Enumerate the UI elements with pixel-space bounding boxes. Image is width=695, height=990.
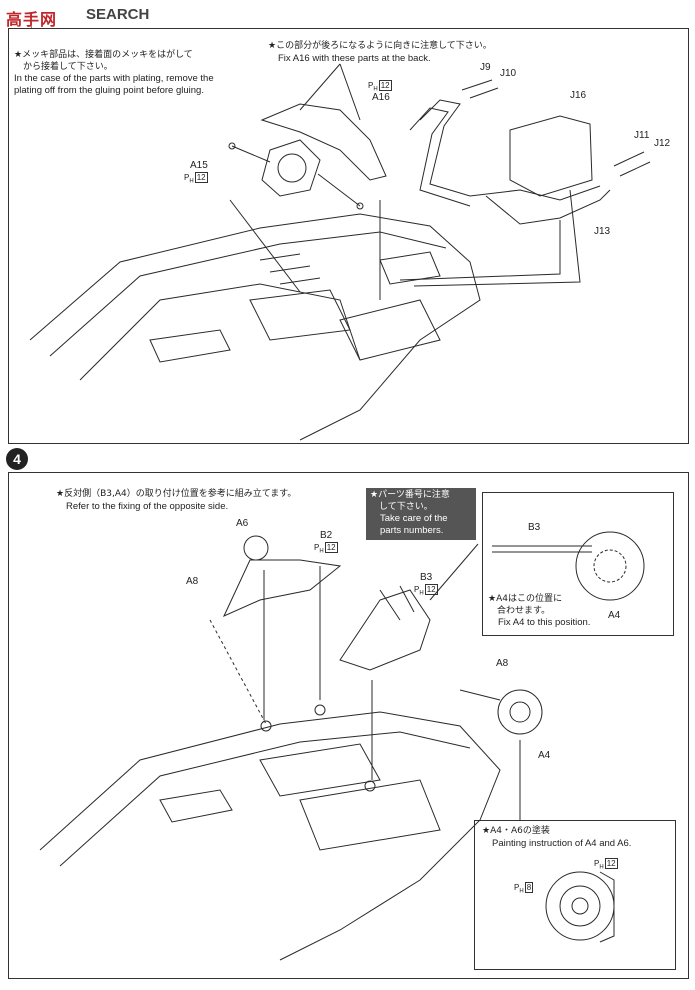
label-b2: B2 (320, 530, 333, 541)
label-a4: A4 (538, 750, 551, 761)
opposite-side-note: ★反対側（B3,A4）の取り付け位置を参考に組み立てます。 Refer to t… (56, 489, 296, 512)
watermark-logo: 高手网 (6, 10, 58, 29)
plating-note-jp-1: ★メッキ部品は、接着面のメッキをはがして (14, 50, 193, 60)
chassis-floor-top (29, 213, 481, 441)
orientation-note: ★この部分が後ろになるように向きに注意して下さい。 Fix A16 with t… (268, 41, 492, 64)
label-j11: J11 (634, 130, 650, 141)
warning-en-1: Take care of the (380, 513, 448, 524)
step-number-badge: 4 (6, 448, 28, 470)
label-b3: B3 (420, 572, 433, 583)
suspension-arms (222, 535, 543, 735)
label-j9: J9 (480, 62, 491, 73)
inset-label-b3: B3 (528, 522, 541, 533)
part-number-warning: ★パーツ番号に注意 して下さい。 Take care of the parts … (366, 488, 476, 540)
warning-jp-1: ★パーツ番号に注意 (370, 490, 450, 500)
opposite-side-note-en: Refer to the fixing of the opposite side… (66, 500, 229, 512)
leader-lines-bottom (209, 543, 521, 820)
plating-note-en-1: In the case of the parts with plating, r… (14, 73, 214, 84)
plating-note-jp-2: から接着して下さい。 (14, 61, 113, 72)
warning-en-2: parts numbers. (380, 524, 444, 536)
label-a16: A16 (372, 92, 390, 103)
label-a8-right: A8 (496, 658, 509, 669)
paint-instruction-inset (474, 820, 676, 970)
paint-instruction-note: ★A4・A6の塗装 Painting instruction of A4 and… (482, 826, 631, 849)
opposite-side-note-jp: ★反対側（B3,A4）の取り付け位置を参考に組み立てます。 (56, 489, 297, 499)
paint-instruction-note-jp: ★A4・A6の塗装 (482, 826, 550, 836)
inset-1-drawing (492, 531, 645, 601)
a4-position-note-en: Fix A4 to this position. (498, 617, 591, 628)
watermark-search-text: SEARCH (86, 6, 150, 23)
label-j12: J12 (654, 138, 671, 149)
label-a8-left: A8 (186, 576, 199, 587)
inset-label-a4: A4 (608, 610, 621, 621)
chassis-floor-bottom (39, 704, 501, 961)
plating-note-en-2: plating off from the gluing point before… (14, 84, 204, 96)
a4-position-note-jp-1: ★A4はこの位置に (488, 594, 562, 604)
label-j16: J16 (570, 90, 587, 101)
plating-note: ★メッキ部品は、接着面のメッキをはがして から接着して下さい。 In the c… (14, 50, 214, 96)
leader-lines-top (229, 63, 581, 300)
orientation-note-en: Fix A16 with these parts at the back. (278, 52, 431, 64)
inset-2-drawing (545, 871, 615, 943)
a4-position-note-jp-2: 合わせます。 (488, 605, 551, 616)
exhaust-system (409, 79, 651, 225)
a4-position-inset (482, 492, 674, 636)
warning-jp-2: して下さい。 (370, 501, 433, 512)
paint-instruction-note-en: Painting instruction of A4 and A6. (492, 837, 632, 849)
label-a6: A6 (236, 518, 249, 529)
label-j10: J10 (500, 68, 517, 79)
label-j13: J13 (594, 226, 611, 237)
orientation-note-jp: ★この部分が後ろになるように向きに注意して下さい。 (268, 41, 492, 51)
a4-position-note: ★A4はこの位置に 合わせます。 Fix A4 to this position… (488, 594, 590, 629)
rear-axle-part (228, 103, 387, 210)
label-a15: A15 (190, 160, 208, 171)
